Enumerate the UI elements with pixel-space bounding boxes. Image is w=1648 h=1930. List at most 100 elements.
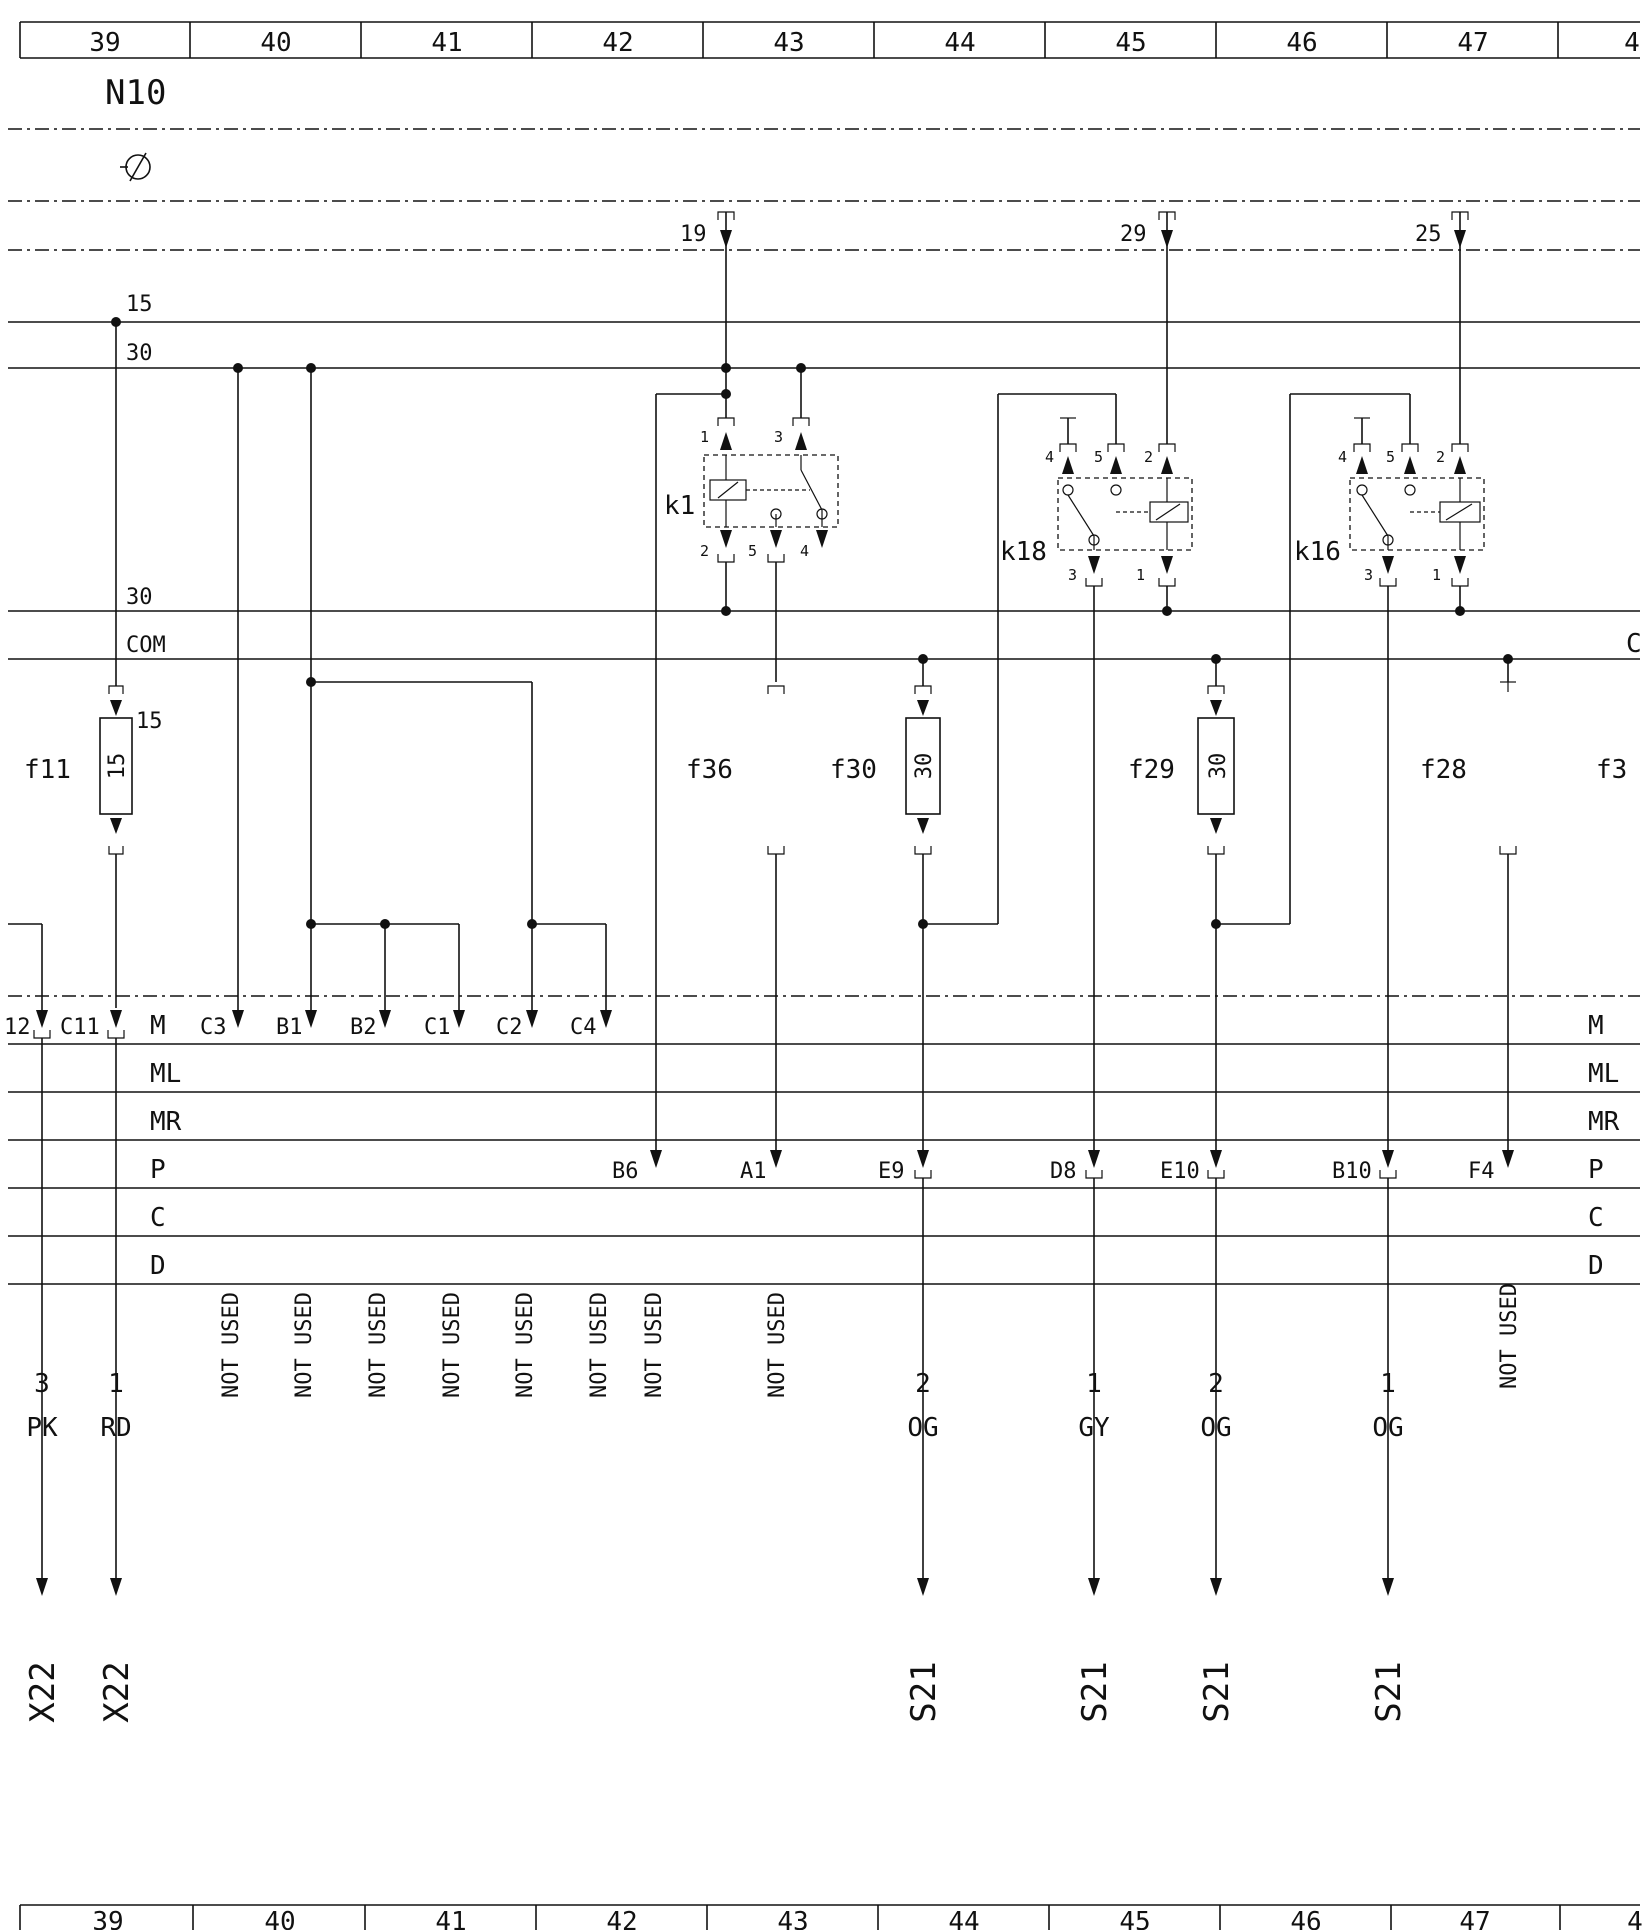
svg-text:NOT USED: NOT USED (292, 1292, 317, 1398)
svg-text:f30: f30 (830, 755, 877, 785)
svg-text:2: 2 (1436, 448, 1445, 466)
svg-text:GY: GY (1078, 1413, 1110, 1443)
svg-text:30: 30 (912, 753, 937, 780)
output-wire-s21-og-3: 1 OG S21 (1369, 1369, 1409, 1723)
svg-text:2: 2 (1208, 1369, 1224, 1399)
svg-text:4: 4 (800, 542, 809, 560)
row-m-pins: 12 C11 C3 B1 B2 C1 C2 C4 (4, 1010, 612, 1040)
svg-text:E9: E9 (878, 1159, 905, 1184)
svg-text:k16: k16 (1294, 537, 1341, 567)
ruler-col: 47 (1459, 1907, 1490, 1930)
terminal-19: 19 (680, 211, 735, 368)
svg-text:29: 29 (1120, 222, 1147, 247)
svg-text:3: 3 (774, 428, 783, 446)
bottom-ruler: 39 40 41 42 43 44 45 46 47 4 (19, 1904, 1643, 1930)
ruler-col: 39 (92, 1907, 123, 1930)
svg-text:1: 1 (700, 428, 709, 446)
svg-text:1: 1 (108, 1369, 124, 1399)
svg-text:k18: k18 (1000, 537, 1047, 567)
relay-k16: k16 4 5 2 3 1 (1289, 393, 1485, 1150)
svg-text:S21: S21 (904, 1661, 944, 1722)
svg-text:E10: E10 (1160, 1159, 1200, 1184)
bus-lines (8, 321, 1640, 660)
ruler-col: 39 (89, 28, 120, 58)
svg-text:A1: A1 (740, 1159, 767, 1184)
bus-label-com: COM (126, 633, 166, 658)
ruler-col: 4 (1627, 1907, 1643, 1930)
ruler-col: 46 (1286, 28, 1317, 58)
ruler-col: 46 (1290, 1907, 1321, 1930)
svg-text:C4: C4 (570, 1015, 597, 1040)
svg-text:OG: OG (1200, 1413, 1231, 1443)
relay-k1: k1 1 3 2 5 4 (655, 363, 839, 1150)
svg-text:4: 4 (1338, 448, 1347, 466)
svg-text:15: 15 (136, 709, 163, 734)
svg-text:1: 1 (1380, 1369, 1396, 1399)
output-wire-s21-og-2: 2 OG S21 (1197, 1369, 1237, 1723)
svg-text:NOT USED: NOT USED (513, 1292, 538, 1398)
svg-text:PK: PK (26, 1413, 58, 1443)
svg-text:NOT USED: NOT USED (440, 1292, 465, 1398)
svg-text:5: 5 (1386, 448, 1395, 466)
svg-text:NOT USED: NOT USED (642, 1292, 667, 1398)
terminal-29: 29 (1120, 211, 1176, 444)
svg-text:2: 2 (1144, 448, 1153, 466)
top-ruler: 39 40 41 42 43 44 45 46 47 4 (19, 21, 1640, 59)
svg-text:OG: OG (907, 1413, 938, 1443)
bus-label-15: 15 (126, 292, 153, 317)
svg-text:15: 15 (105, 753, 130, 780)
svg-text:19: 19 (680, 222, 707, 247)
ruler-col: 43 (777, 1907, 808, 1930)
svg-text:f36: f36 (686, 755, 733, 785)
svg-text:S21: S21 (1197, 1661, 1237, 1722)
ruler-col: 45 (1119, 1907, 1150, 1930)
svg-text:C2: C2 (496, 1015, 523, 1040)
svg-text:C3: C3 (200, 1015, 227, 1040)
fuse-f31-cut: f3 (1596, 755, 1627, 785)
fuse-f28: f28 (1420, 654, 1517, 1150)
output-wire-x22-pk: 3 PK X22 (23, 1369, 63, 1723)
ruler-col: 42 (602, 28, 633, 58)
ruler-col: 40 (260, 28, 291, 58)
fuse-f36: f36 (686, 685, 785, 1150)
svg-text:B1: B1 (276, 1015, 303, 1040)
bus-label-com-cut: C (1626, 629, 1642, 659)
svg-text:3: 3 (1068, 566, 1077, 584)
ruler-col: 44 (944, 28, 975, 58)
svg-text:3: 3 (34, 1369, 50, 1399)
svg-text:F4: F4 (1468, 1159, 1495, 1184)
row-label-ml: ML (150, 1059, 181, 1089)
svg-text:25: 25 (1415, 222, 1442, 247)
svg-text:C11: C11 (60, 1015, 100, 1040)
svg-text:12: 12 (4, 1015, 31, 1040)
fuse-f30: 30 f30 (830, 654, 998, 1150)
svg-text:NOT USED: NOT USED (219, 1292, 244, 1398)
row-label-mr: MR (150, 1107, 182, 1137)
module-label: N10 (105, 73, 166, 113)
fuse-f29: 30 f29 (1128, 654, 1290, 1150)
svg-text:2: 2 (700, 542, 709, 560)
svg-text:D8: D8 (1050, 1159, 1077, 1184)
ruler-col: 40 (264, 1907, 295, 1930)
svg-text:X22: X22 (23, 1661, 63, 1722)
svg-text:NOT USED: NOT USED (366, 1292, 391, 1398)
row-p-pins: B6 A1 E9 D8 E10 B10 F4 (612, 1150, 1514, 1184)
relay-k18: k18 4 5 2 3 1 (997, 393, 1193, 1150)
svg-text:C1: C1 (424, 1015, 451, 1040)
svg-text:B2: B2 (350, 1015, 377, 1040)
ruler-col: 43 (773, 28, 804, 58)
svg-text:B10: B10 (1332, 1159, 1372, 1184)
svg-text:1: 1 (1136, 566, 1145, 584)
svg-text:S21: S21 (1075, 1661, 1115, 1722)
ruler-col: 47 (1457, 28, 1488, 58)
svg-text:3: 3 (1364, 566, 1373, 584)
ruler-col: 42 (606, 1907, 637, 1930)
svg-text:4: 4 (1045, 448, 1054, 466)
not-used-labels: NOT USED NOT USED NOT USED NOT USED NOT … (219, 1283, 1522, 1398)
row-label-m-right: M (1588, 1011, 1604, 1041)
row-label-d: D (150, 1251, 166, 1281)
row-label-ml-right: ML (1588, 1059, 1619, 1089)
svg-text:f29: f29 (1128, 755, 1175, 785)
svg-text:2: 2 (915, 1369, 931, 1399)
svg-text:30: 30 (1206, 753, 1231, 780)
